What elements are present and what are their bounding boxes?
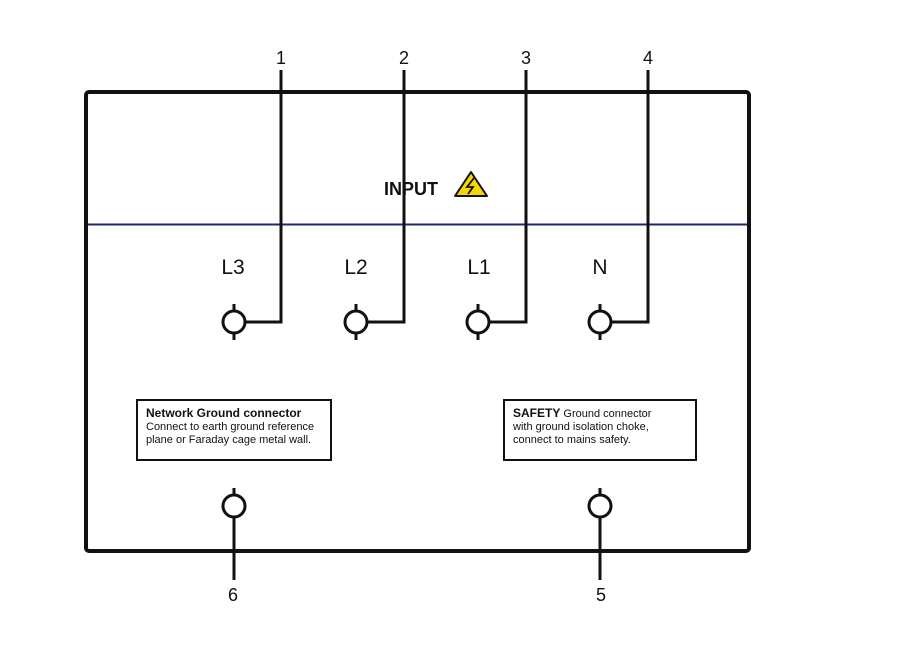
terminal-label-l1: L1 [467,256,490,279]
panel-outline [84,90,751,553]
network-ground-connector [221,488,247,580]
callout-number-2: 2 [399,48,409,68]
network-ground-title: Network Ground connector [146,406,302,420]
network-ground-line-1: Connect to earth ground reference [146,421,315,433]
network-ground-callout: Network Ground connector Connect to eart… [136,399,332,461]
safety-ground-callout: SAFETY Ground connector with ground isol… [503,399,697,461]
terminal-label-n: N [592,256,607,279]
callout-number-1: 1 [276,48,286,68]
callout-number-6: 6 [228,585,238,605]
safety-ground-line-3: connect to mains safety. [513,434,631,446]
terminal-connector-l3 [221,70,283,340]
high-voltage-warning-icon [454,171,488,197]
safety-ground-connector [587,488,613,580]
terminal-connector-l1 [465,70,528,340]
terminal-connector-n [587,70,650,340]
safety-ground-line-2: with ground isolation choke, [513,421,649,433]
terminal-label-l2: L2 [344,256,367,279]
safety-ground-title: SAFETY [513,406,561,420]
safety-ground-line-1: Ground connector [560,408,652,420]
callout-number-5: 5 [596,585,606,605]
terminal-connector-l2 [343,70,406,340]
panel-title: INPUT [384,179,438,199]
callout-number-4: 4 [643,48,653,68]
callout-number-3: 3 [521,48,531,68]
terminal-label-l3: L3 [221,256,244,279]
network-ground-line-2: plane or Faraday cage metal wall. [146,434,312,446]
